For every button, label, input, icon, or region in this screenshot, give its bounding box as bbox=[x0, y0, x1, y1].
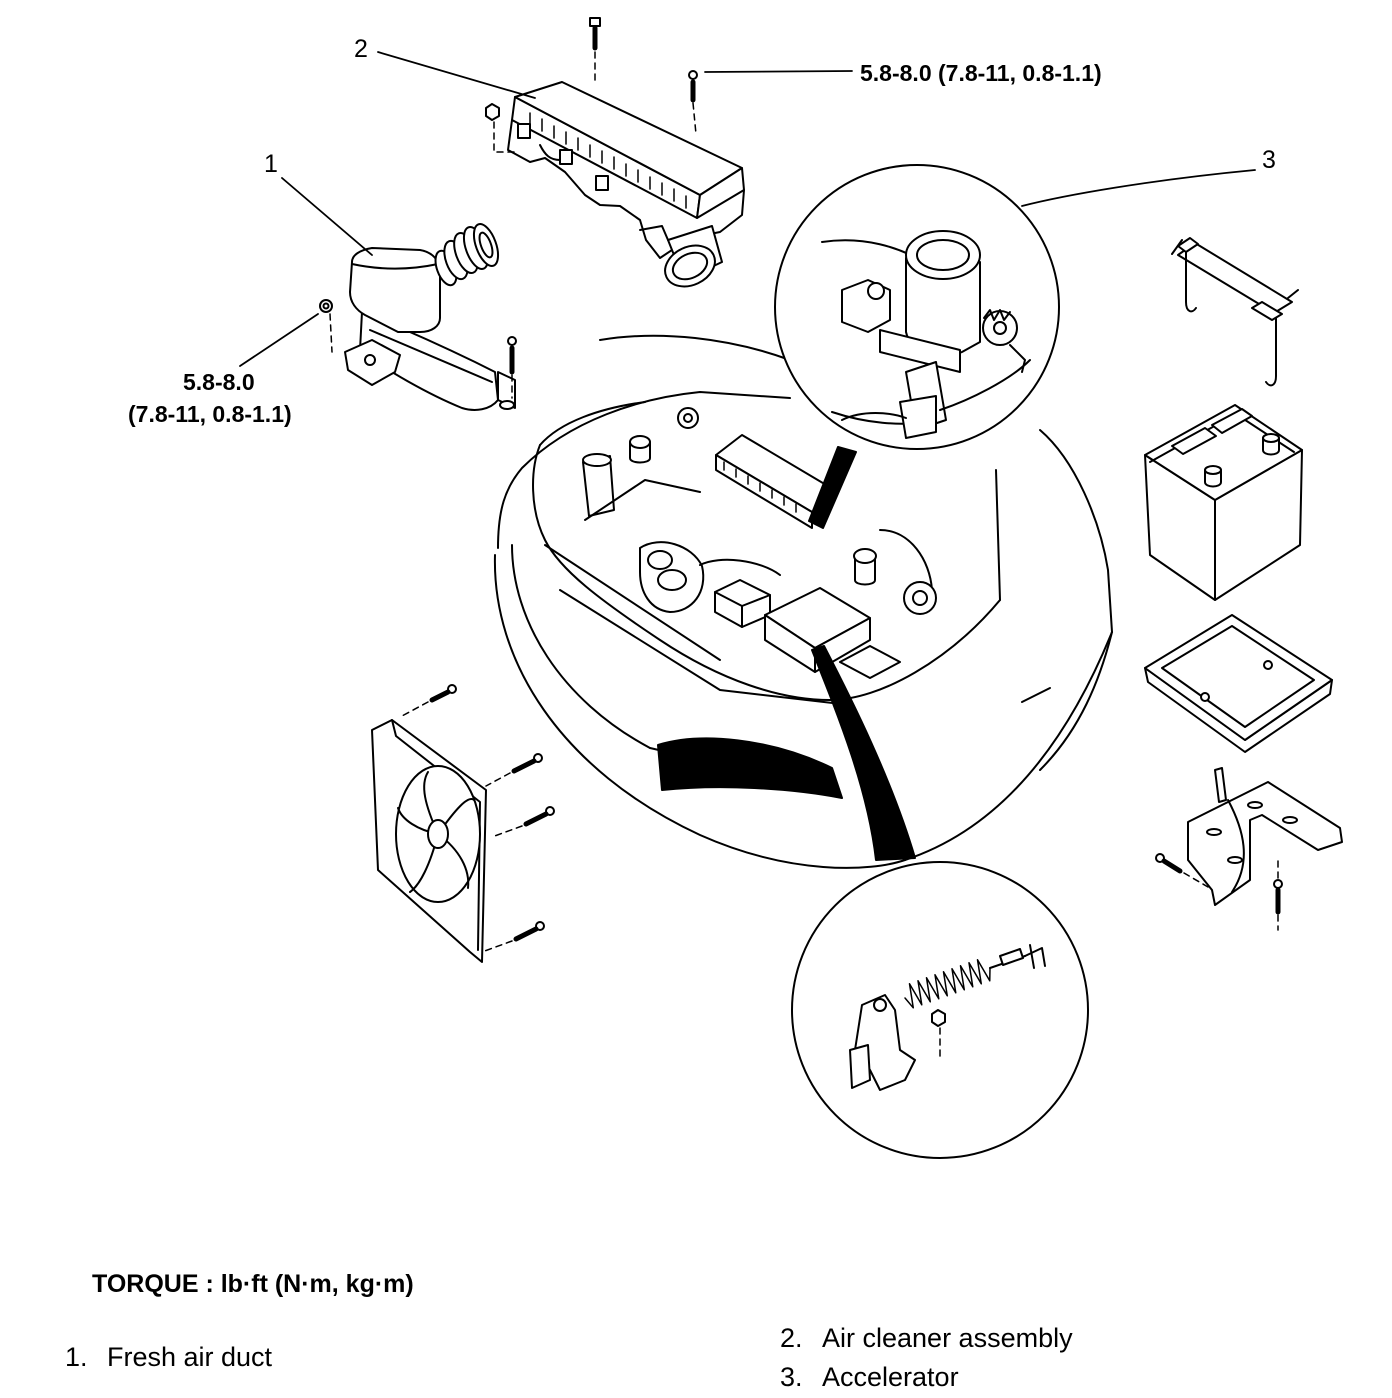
callout-1: 1 bbox=[264, 150, 278, 178]
cooling-fan-assembly bbox=[371, 719, 487, 963]
leader-line-3 bbox=[1021, 169, 1256, 207]
fan-bolt-2 bbox=[485, 753, 543, 787]
fresh-air-duct bbox=[344, 223, 516, 411]
torque-units-note: TORQUE : lb·ft (N·m, kg·m) bbox=[92, 1270, 414, 1298]
air-duct-nut bbox=[319, 299, 333, 353]
battery-hold-down-bracket bbox=[1171, 237, 1299, 387]
battery-bracket-bolt-right bbox=[1273, 857, 1283, 931]
leader-line-2 bbox=[377, 51, 536, 99]
leader-line-top-torque bbox=[704, 70, 853, 73]
leader-line-1 bbox=[281, 177, 373, 256]
legend-item-1-label: Fresh air duct bbox=[107, 1342, 273, 1372]
legend-item-3-label: Accelerator bbox=[822, 1362, 959, 1392]
legend-item-1-number: 1. bbox=[65, 1342, 88, 1372]
legend-item-2-label: Air cleaner assembly bbox=[822, 1323, 1073, 1353]
throttle-body-detail bbox=[774, 164, 1060, 450]
battery-mounting-bracket bbox=[1187, 767, 1343, 906]
cable-nut bbox=[931, 1009, 946, 1027]
legend-item-3-number: 3. bbox=[780, 1362, 803, 1392]
legend-item-2-number: 2. bbox=[780, 1323, 803, 1353]
battery-tray bbox=[1144, 614, 1333, 753]
torque-spec-air-duct-value: 5.8-8.0 bbox=[183, 369, 255, 395]
torque-spec-air-duct-alt-units: (7.8-11, 0.8-1.1) bbox=[128, 401, 292, 427]
air-cleaner-nut bbox=[485, 103, 519, 153]
callout-3: 3 bbox=[1262, 146, 1276, 174]
torque-spec-air-cleaner: 5.8-8.0 (7.8-11, 0.8-1.1) bbox=[860, 60, 1102, 86]
fan-bolt-1 bbox=[401, 684, 457, 717]
detail-pointer-accelerator bbox=[811, 645, 916, 861]
air-cleaner-bolt-top bbox=[589, 17, 601, 85]
air-cleaner-bolt-right bbox=[688, 70, 698, 135]
air-duct-bolt bbox=[507, 336, 517, 399]
accelerator-cable-detail bbox=[791, 861, 1089, 1159]
air-cleaner-assembly bbox=[507, 81, 745, 288]
accelerator-return-spring bbox=[904, 958, 991, 1009]
fan-bolt-4 bbox=[481, 921, 545, 953]
battery-bracket-bolt-left bbox=[1155, 853, 1209, 888]
leader-line-duct-torque bbox=[239, 313, 319, 367]
fan-bolt-3 bbox=[491, 806, 555, 838]
battery bbox=[1144, 404, 1303, 601]
detail-pointer-throttle bbox=[808, 446, 857, 529]
vehicle-engine-bay bbox=[493, 334, 1113, 869]
callout-2: 2 bbox=[354, 35, 368, 63]
